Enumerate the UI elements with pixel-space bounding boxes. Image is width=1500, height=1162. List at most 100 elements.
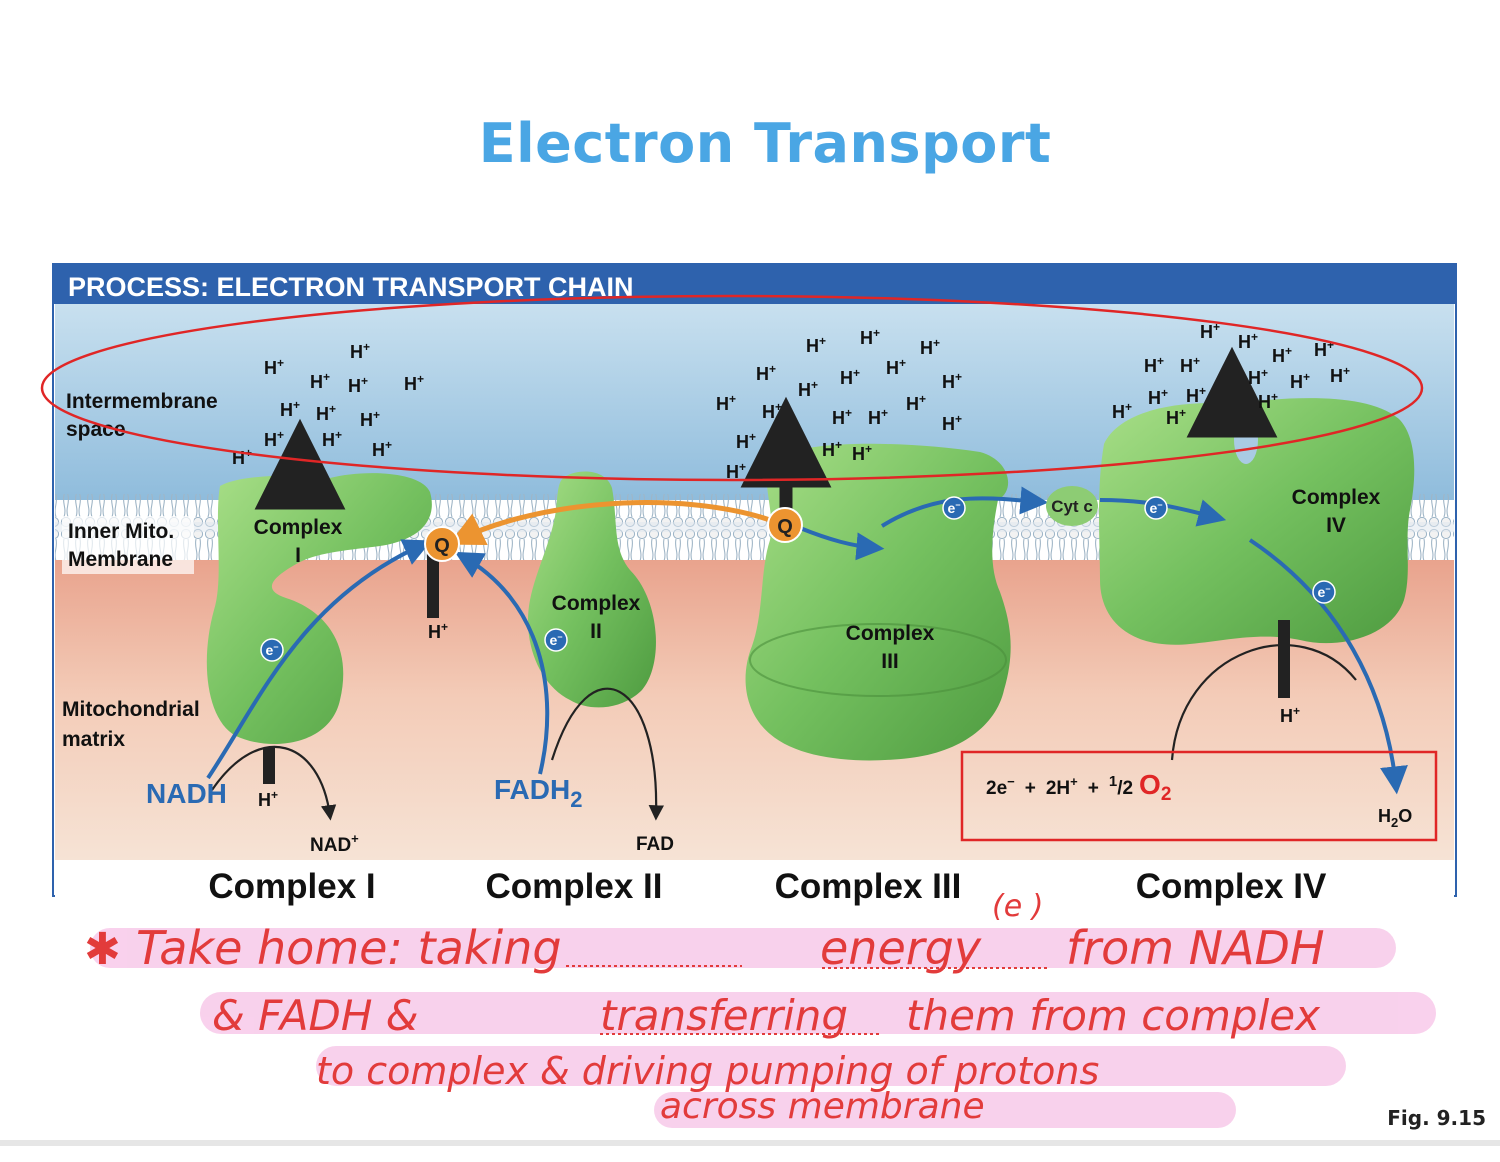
electron-path-arrows: [206, 486, 1408, 795]
svg-text:FAD: FAD: [636, 834, 674, 855]
svg-text:e−: e−: [549, 632, 562, 648]
matrix-label-2: matrix: [62, 728, 125, 751]
bottom-label-complex-3: Complex III: [775, 867, 962, 906]
electron-marker: e−: [942, 496, 966, 520]
highlight-ellipse: [40, 294, 1424, 482]
proton-label: H+: [736, 430, 756, 452]
proton-label: H+: [886, 356, 906, 378]
ubiquinone-q-1: Q: [424, 526, 460, 562]
proton-label: H+: [1238, 330, 1258, 352]
nad-label: NAD+: [310, 831, 359, 856]
proton-label: H+: [806, 334, 826, 356]
proton-label: H+: [1144, 354, 1164, 376]
proton-label: H+: [860, 326, 880, 348]
complex-2-label: Complex: [552, 592, 641, 615]
header-bar: [53, 264, 1456, 304]
electron-marker: e−: [260, 638, 284, 662]
proton-label: H+: [906, 392, 926, 414]
page-bottom-edge: [0, 1140, 1500, 1146]
proton-label: H+: [942, 412, 962, 434]
proton-label: H+: [258, 788, 278, 810]
svg-text:Cyt c: Cyt c: [1051, 497, 1093, 516]
proton-label: H+: [1112, 400, 1132, 422]
bottom-label-complex-4: Complex IV: [1136, 867, 1327, 906]
svg-text:Q: Q: [777, 516, 793, 538]
membrane-gap: [55, 522, 1454, 532]
proton-label: H+: [716, 392, 736, 414]
svg-text:FADH2: FADH2: [494, 774, 582, 812]
handwritten-annotation: ✱ Take home: taking energy (e ) from NAD…: [84, 889, 1325, 1127]
svg-text:IV: IV: [1326, 514, 1346, 537]
svg-text:e−: e−: [1149, 500, 1162, 516]
annotation-line2a: & FADH &: [212, 991, 419, 1040]
annotation-superscript: (e ): [992, 889, 1043, 924]
proton-label: H+: [1186, 384, 1206, 406]
proton-label: H+: [756, 362, 776, 384]
reaction-arcs: [211, 644, 1357, 821]
proton-label: H+: [322, 428, 342, 450]
complex-1-protein: [206, 473, 432, 745]
intermembrane-label-1: Intermembrane: [66, 390, 218, 413]
svg-text:e−: e−: [947, 500, 960, 516]
complex-4-protein: [1099, 398, 1415, 645]
proton-label: H+: [316, 402, 336, 424]
proton-label: H+: [840, 366, 860, 388]
inner-membrane-label-2: Membrane: [68, 548, 173, 571]
proton-label: H+: [1148, 386, 1168, 408]
annotation-star: ✱: [84, 924, 121, 975]
slide-title: Electron Transport: [478, 112, 1052, 175]
svg-text:Q: Q: [434, 535, 450, 557]
proton-label: H+: [1280, 704, 1300, 726]
annotation-line1c: from NADH: [1066, 921, 1325, 975]
ubiquinone-q-2: Q: [767, 507, 803, 543]
proton-label: H+: [822, 438, 842, 460]
annotation-line3: to complex & driving pumping of protons: [316, 1049, 1099, 1093]
proton-label: H+: [762, 400, 782, 422]
annotation-line4: across membrane: [660, 1086, 985, 1127]
complex-3-label: Complex: [846, 622, 935, 645]
proton-label: H+: [1180, 354, 1200, 376]
figure-number: Fig. 9.15: [1387, 1106, 1486, 1130]
annotation-line1a: Take home: taking: [136, 921, 562, 975]
complex-labels: Complex I Complex II Complex III Complex…: [254, 486, 1381, 673]
annotation-highlights: [90, 928, 1436, 1128]
proton-label: H+: [280, 398, 300, 420]
svg-text:III: III: [881, 650, 899, 673]
matrix-label-1: Mitochondrial: [62, 698, 200, 721]
proton-label: H+: [264, 428, 284, 450]
complex-1-label: Complex: [254, 516, 343, 539]
proton-label: H+: [726, 460, 746, 482]
svg-text:e−: e−: [265, 642, 278, 658]
proton-label: H+: [1314, 338, 1334, 360]
proton-label: H+: [310, 370, 330, 392]
region-labels: Intermembrane space Inner Mito. Membrane…: [62, 390, 218, 751]
proton-label: H+: [1272, 344, 1292, 366]
proton-label: H+: [920, 336, 940, 358]
proton-label: H+: [404, 372, 424, 394]
proton-label: H+: [942, 370, 962, 392]
svg-text:II: II: [590, 620, 602, 643]
annotation-line1b: energy: [820, 921, 982, 975]
cytochrome-c: Cyt c: [1046, 486, 1098, 526]
inner-membrane-label-1: Inner Mito.: [68, 520, 174, 543]
svg-text:NADH: NADH: [146, 778, 227, 809]
electron-marker: e−: [1144, 496, 1168, 520]
proton-label: H+: [1290, 370, 1310, 392]
proton-label: H+: [372, 438, 392, 460]
svg-text:NAD+: NAD+: [310, 831, 359, 856]
electron-marker: e−: [544, 628, 568, 652]
proton-label: H+: [1330, 364, 1350, 386]
proton-label: H+: [852, 442, 872, 464]
proton-label: H+: [1248, 366, 1268, 388]
proton-label: H+: [832, 406, 852, 428]
proton-label: H+: [1166, 406, 1186, 428]
header-text: PROCESS: ELECTRON TRANSPORT CHAIN: [68, 272, 634, 302]
proton-label: H+: [798, 378, 818, 400]
proton-label: H+: [264, 356, 284, 378]
fadh2-label: FADH2: [494, 774, 582, 812]
proton-label: H+: [428, 620, 448, 642]
electron-markers: e−e−e−e−e−: [260, 496, 1336, 662]
proton-label: H+: [348, 374, 368, 396]
